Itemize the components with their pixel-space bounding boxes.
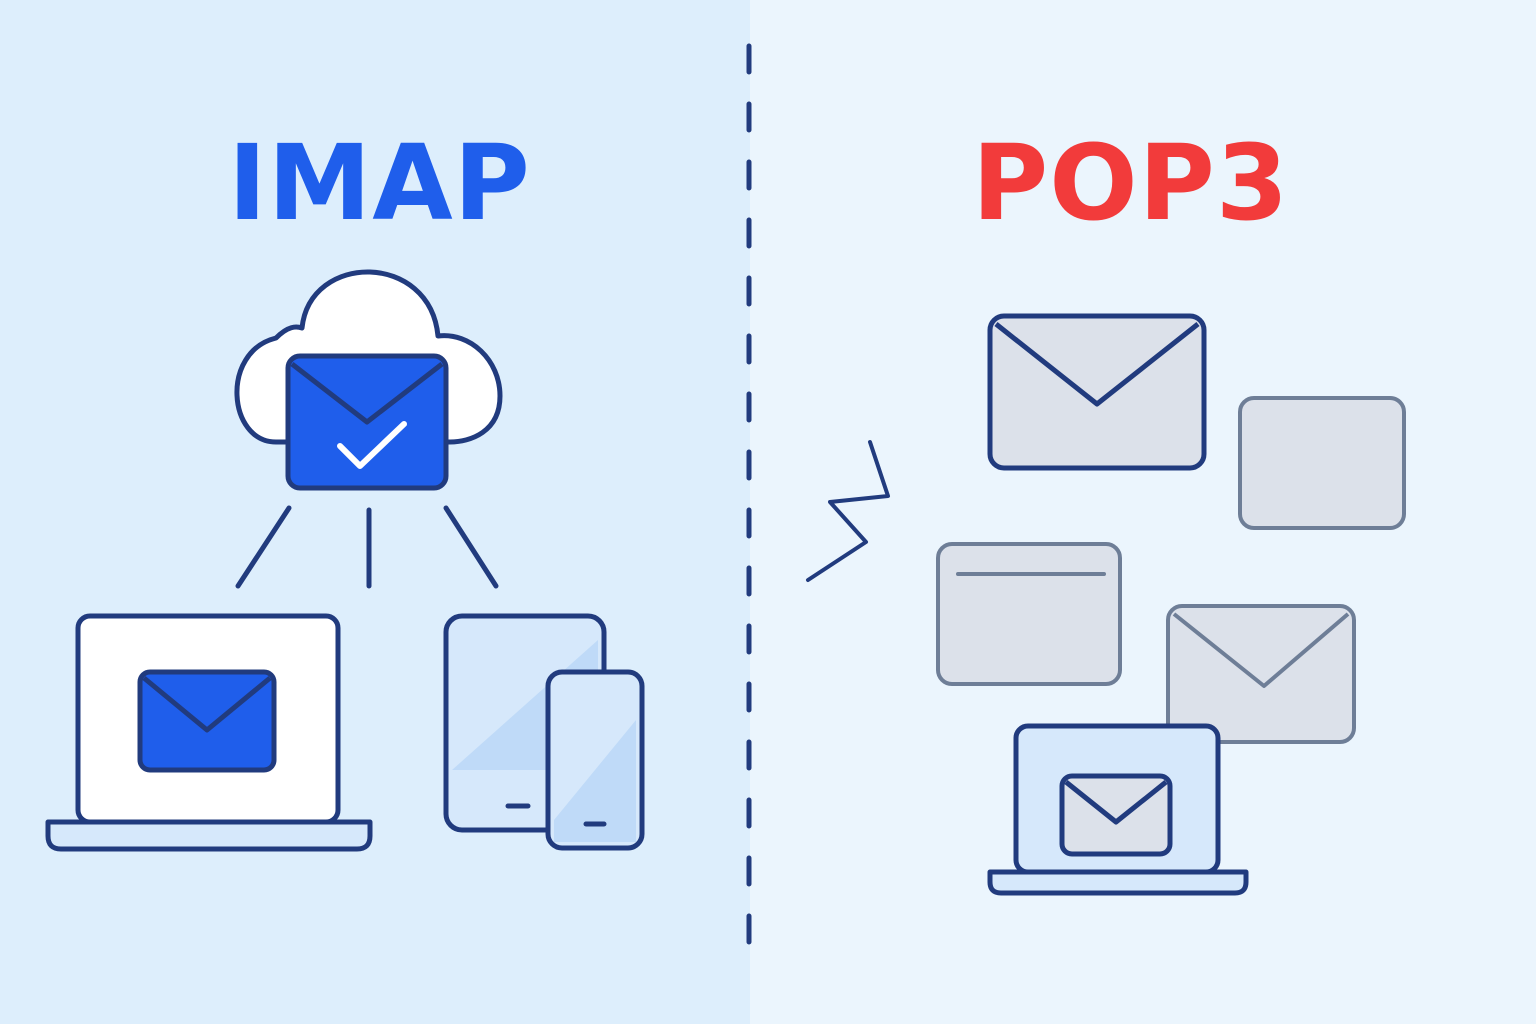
- pop3-laptop-envelope-icon: [1059, 773, 1173, 857]
- sync-connector-lines: [235, 505, 499, 589]
- pop3-title: POP3: [972, 122, 1290, 244]
- broken-link-icon: [806, 440, 890, 582]
- message-card-lined: [936, 542, 1122, 686]
- imap-panel: [0, 0, 750, 1024]
- envelope-check-icon: [285, 353, 449, 491]
- envelope-icon: [987, 313, 1207, 471]
- laptop-envelope-icon: [137, 669, 277, 773]
- imap-title: IMAP: [228, 122, 531, 244]
- pop3-laptop-icon: [987, 723, 1249, 896]
- laptop-icon: [45, 613, 373, 852]
- phone-icon: [545, 669, 645, 851]
- message-card-blank: [1238, 396, 1406, 530]
- envelope-faded-icon: [1166, 604, 1356, 744]
